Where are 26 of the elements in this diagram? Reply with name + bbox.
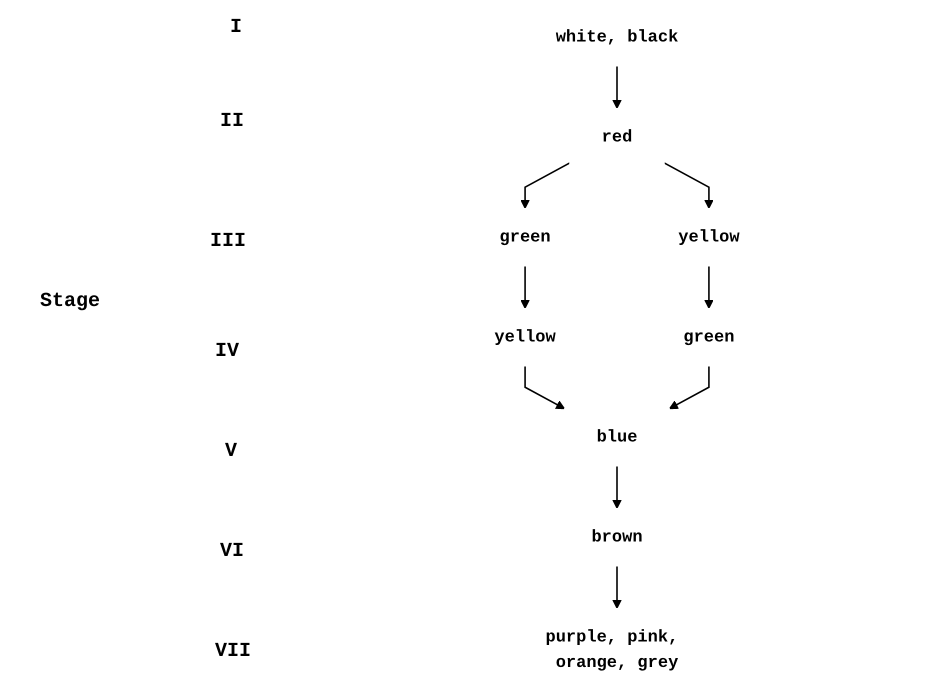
stage-label: VII	[215, 640, 252, 663]
stage-label: II	[220, 110, 244, 133]
node-text: yellow	[494, 328, 556, 347]
arrow	[520, 162, 570, 209]
arrow	[664, 162, 714, 209]
node-text: white, black	[556, 28, 678, 47]
stage-label: VI	[220, 540, 244, 563]
node-text: yellow	[678, 228, 740, 247]
node-text: red	[602, 128, 632, 147]
node-text: green	[683, 328, 734, 347]
arrow	[524, 366, 566, 410]
stage-label: I	[230, 16, 242, 39]
arrow	[612, 566, 622, 609]
arrow	[612, 66, 622, 109]
stage-label: Stage	[40, 290, 100, 313]
stage-label: IV	[215, 340, 240, 363]
node-text: green	[500, 228, 551, 247]
arrow	[668, 366, 710, 410]
node-text: purple, pink, orange, grey	[545, 628, 678, 672]
arrow	[520, 266, 530, 309]
arrow	[612, 466, 622, 509]
arrow	[704, 266, 714, 309]
node-text: brown	[591, 528, 643, 547]
stage-label: V	[225, 440, 238, 463]
node-text: blue	[596, 428, 638, 447]
stage-label: III	[210, 230, 246, 253]
